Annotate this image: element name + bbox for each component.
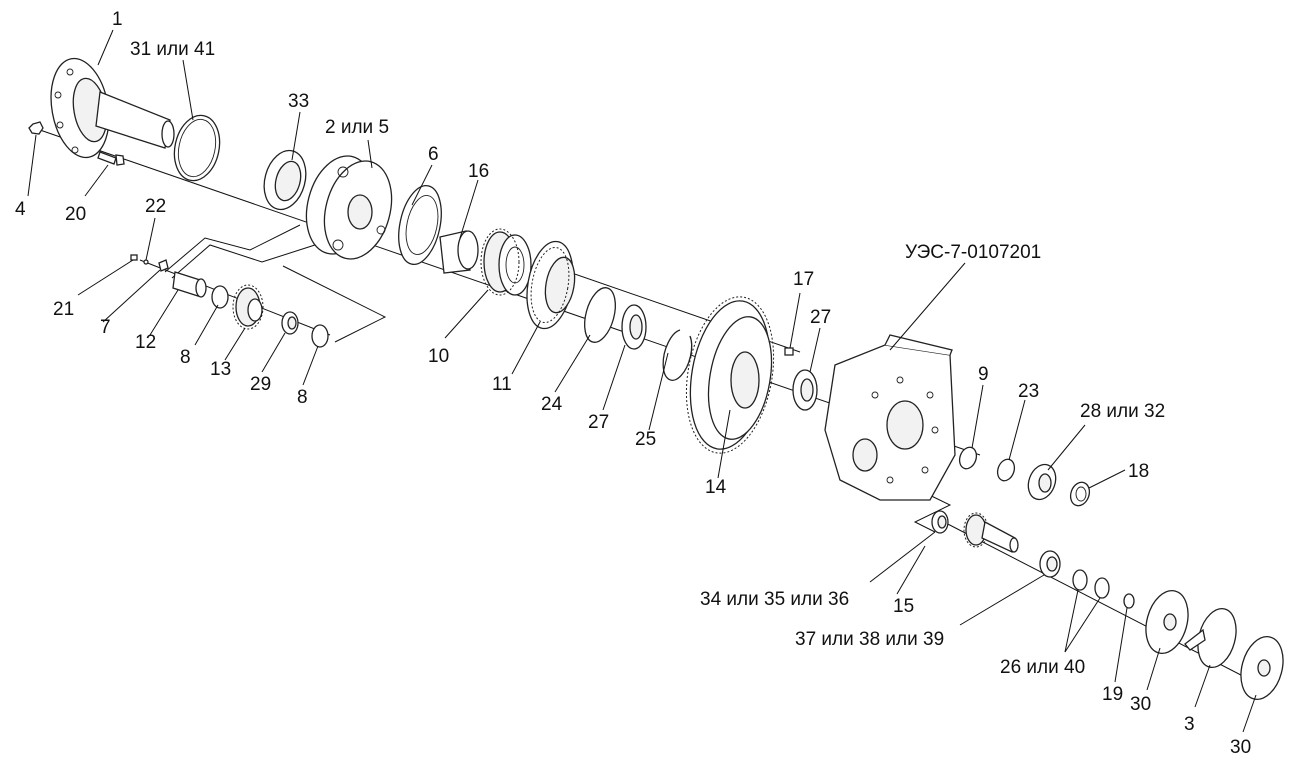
part-28-bearing [1027,463,1057,501]
part-22-washer [143,259,149,265]
callout-33: 33 [288,91,309,112]
callout-11: 11 [492,374,512,395]
part-30-disc-b [1240,636,1284,700]
callout-20: 20 [65,204,86,225]
part-14-driven-gear [685,296,775,454]
part-12-axle [172,271,207,298]
callout-9: 9 [978,364,989,385]
callout-21: 21 [53,299,74,320]
part-4-nut [28,121,44,135]
part-2-carrier [305,155,393,260]
callout-2-or-5: 2 или 5 [325,117,389,138]
part-11-hub [526,240,576,330]
callout-10: 10 [428,346,449,367]
part-33-seal [263,149,307,211]
part-20-bolt [97,151,125,166]
callout-12: 12 [135,332,156,353]
part-housing-UES-7-0107201 [824,334,956,501]
part-18-nut [1069,481,1091,507]
part-3-actuator [1184,608,1237,668]
part-31-ring [173,114,221,182]
callout-13: 13 [210,359,231,380]
callout-18: 18 [1128,461,1149,482]
part-37-bearing [1039,550,1061,578]
callout-31-or-41: 31 или 41 [130,39,215,60]
part-30-disc-a [1145,590,1189,654]
part-19-washer [1123,593,1135,609]
callout-housing-code: УЭС-7-0107201 [905,242,1041,263]
part-26-washer-b [1094,577,1110,599]
callout-22: 22 [145,196,166,217]
part-24-ring [584,287,616,343]
callout-16: 16 [468,161,489,182]
callout-19: 19 [1102,684,1123,705]
callout-27-a: 27 [588,412,609,433]
part-8-washer-a [211,285,229,309]
part-8-washer-b [311,324,329,348]
callout-30-a: 30 [1130,694,1151,715]
callout-7: 7 [100,317,111,338]
callout-26-or-40: 26 или 40 [1000,657,1085,678]
callout-14: 14 [705,477,727,498]
callout-15: 15 [893,596,914,617]
callout-23: 23 [1018,381,1039,402]
leader-lines [27,29,1257,733]
callout-8-a: 8 [180,347,191,368]
part-9-o-ring [958,446,978,470]
part-23-ring [996,458,1016,482]
callout-28-or-32: 28 или 32 [1080,401,1165,422]
callout-24: 24 [541,394,563,415]
part-16-bushing [439,230,479,274]
callout-4: 4 [15,199,26,220]
callout-8-b: 8 [297,387,308,408]
callout-29: 29 [250,374,271,395]
part-13-planet-gear [232,284,264,330]
callout-30-b: 30 [1230,737,1251,758]
part-1-flange-shaft [50,57,175,159]
part-25-snap-ring [662,329,693,381]
part-27-bearing-a [621,304,647,350]
part-10-gear [480,228,532,296]
callout-1: 1 [112,9,123,30]
callout-25: 25 [635,429,656,450]
part-21-screw [130,254,138,261]
callout-labels: 1 31 или 41 33 2 или 5 4 20 22 6 16 21 7… [15,9,1251,758]
part-17-pin [784,347,794,356]
callout-17: 17 [793,269,814,290]
part-7-plate [158,259,169,272]
callout-37-38-39: 37 или 38 или 39 [795,629,944,650]
part-27-bearing-b [792,369,818,411]
part-6-disc [398,185,442,265]
part-15-pinion-shaft [963,512,1019,553]
callout-3: 3 [1184,714,1195,735]
part-34-bearing [931,510,949,534]
part-26-washer-a [1072,569,1088,591]
callout-34-35-36: 34 или 35 или 36 [700,589,849,610]
callout-6: 6 [428,144,439,165]
callout-27-b: 27 [810,307,831,328]
part-29-bearing [281,311,299,335]
